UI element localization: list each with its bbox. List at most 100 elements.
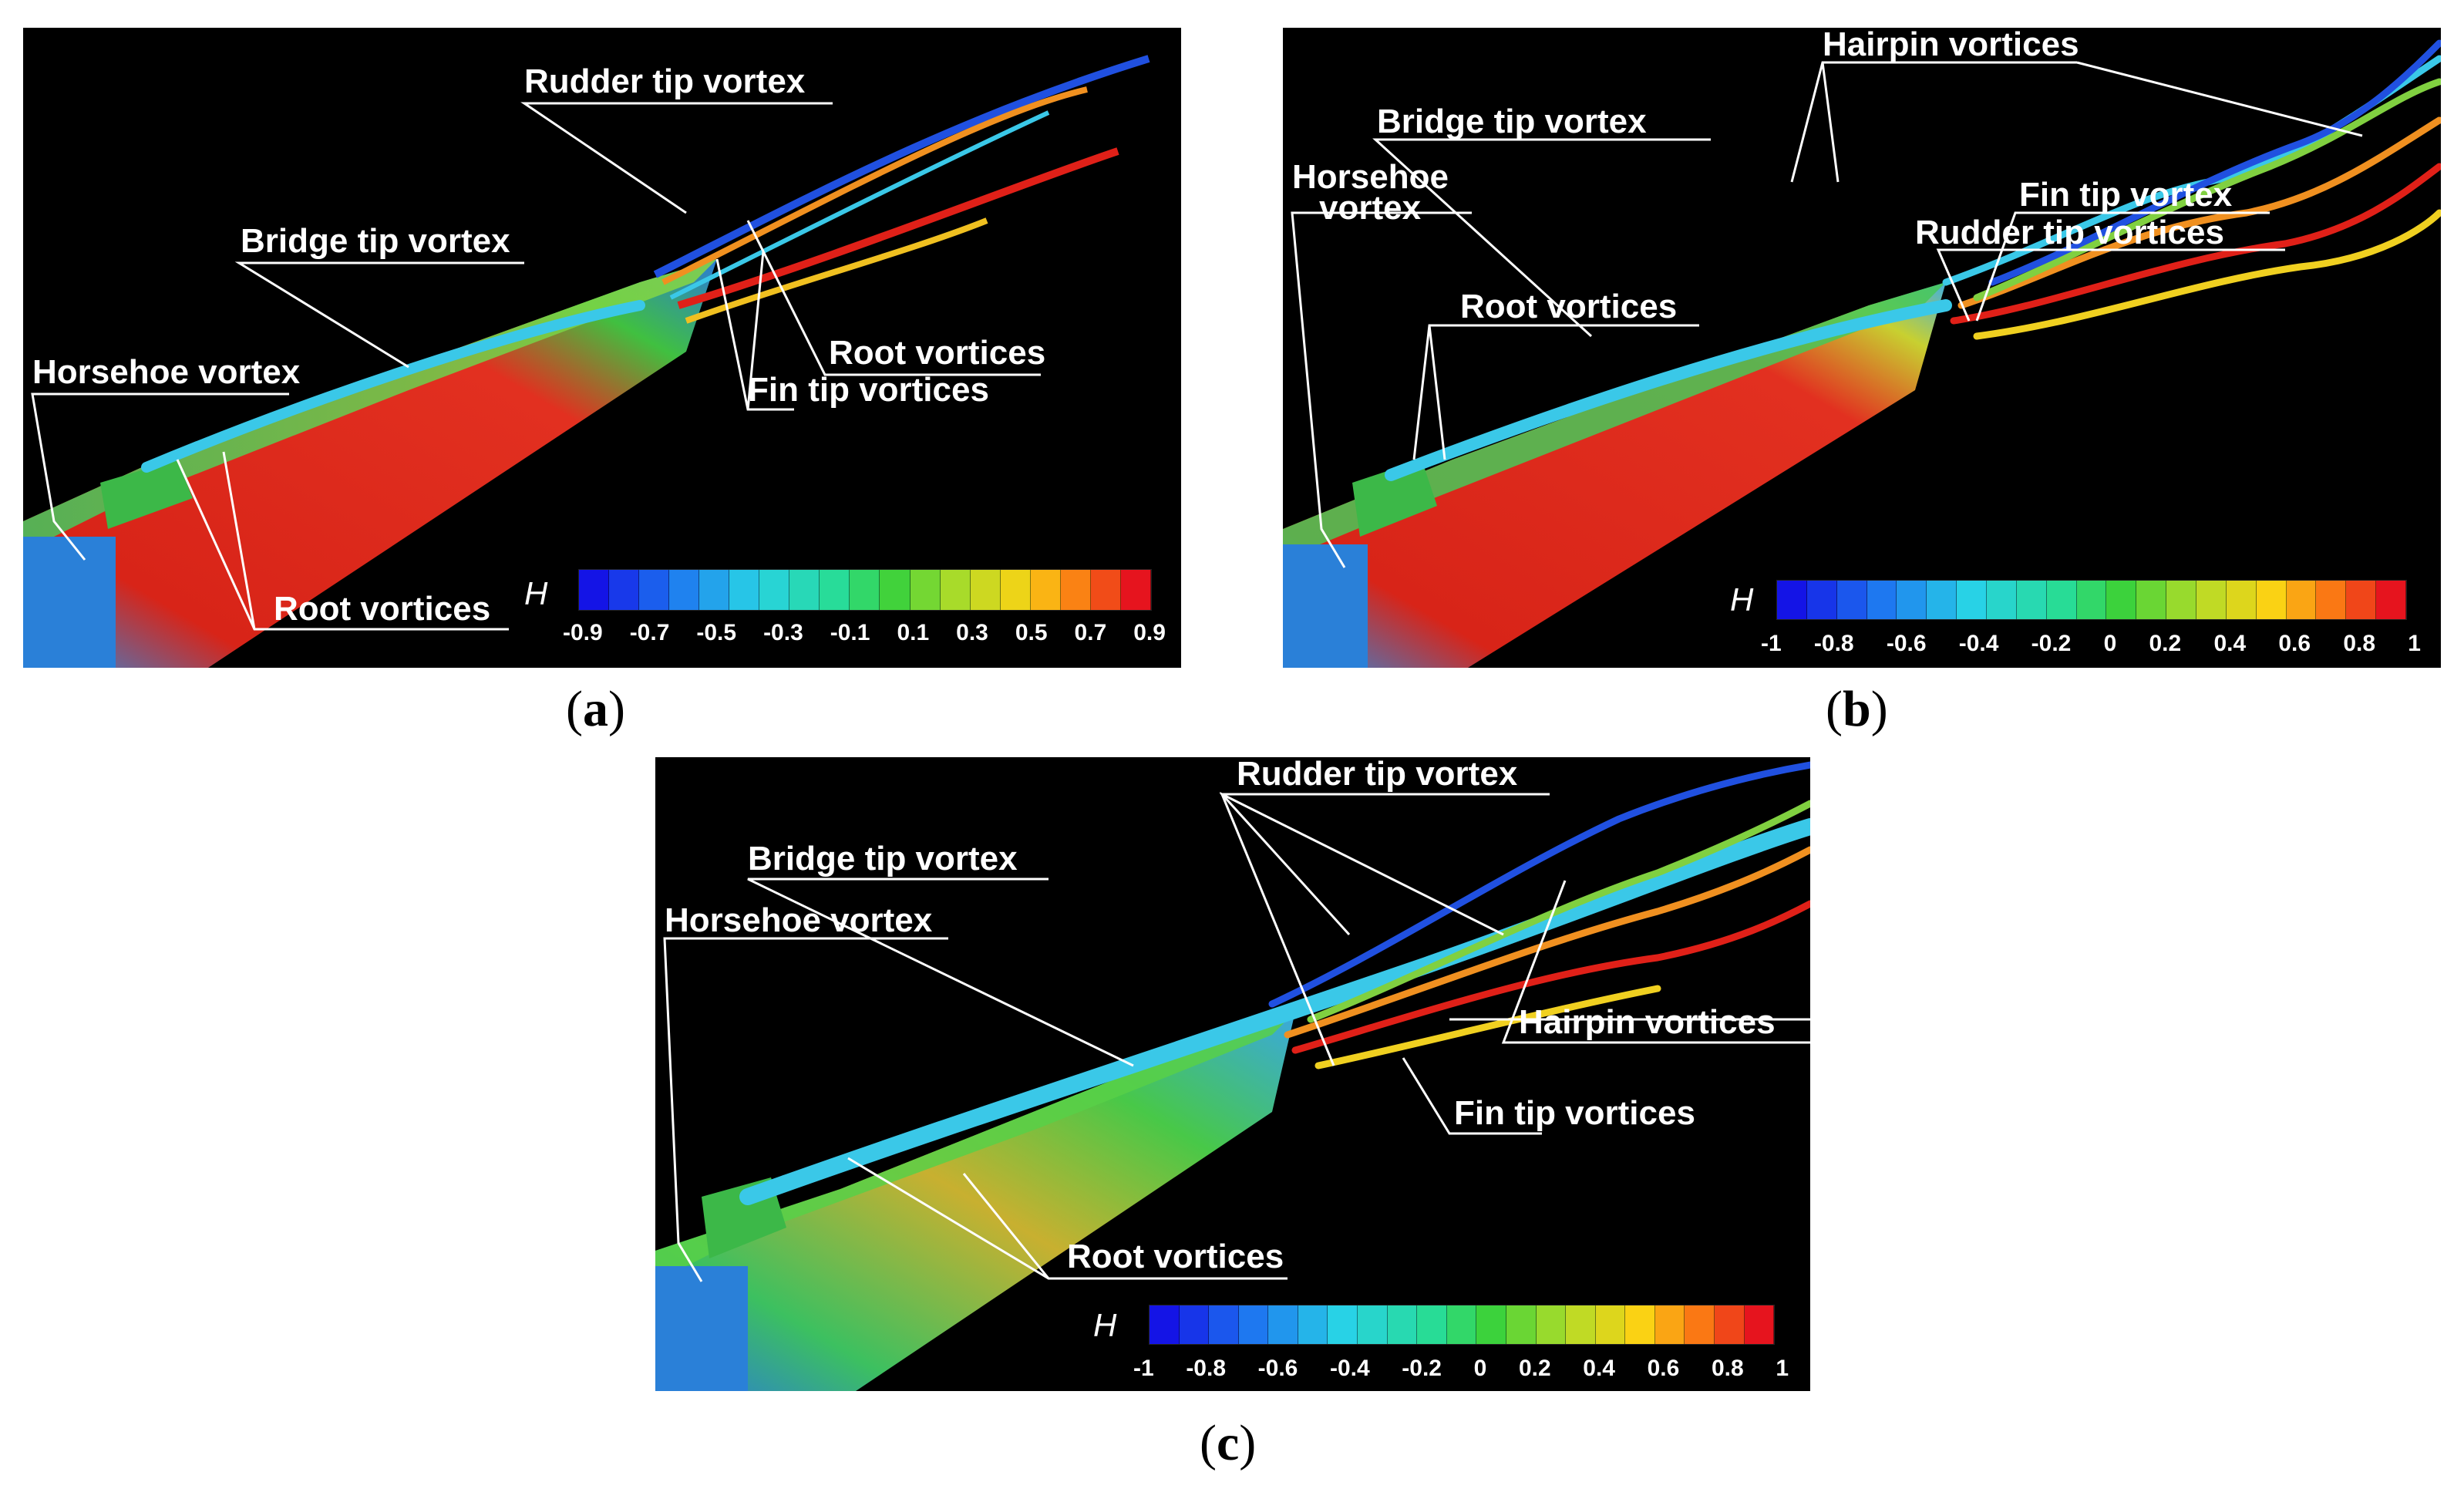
colorbar-tick-label: 0.4	[2213, 631, 2247, 656]
colorbar-swatch	[2346, 581, 2377, 619]
colorbar-tick-label: -0.2	[2031, 631, 2072, 656]
colorbar-swatch	[970, 570, 1001, 610]
colorbar-swatch	[1714, 1305, 1745, 1344]
colorbar-swatch	[1120, 570, 1151, 610]
colorbar-tick-label: 0.3	[956, 620, 988, 645]
panel-c: Rudder tip vortex Bridge tip vortex Hair…	[655, 757, 1810, 1391]
label-bridge-tip-vortex: Bridge tip vortex	[748, 840, 1018, 878]
colorbar-tick-label: -0.8	[1813, 631, 1854, 656]
colorbar-swatch	[1927, 581, 1957, 619]
colorbar-tick-label: -0.1	[830, 620, 870, 645]
label-fin-tip-vortices: Fin tip vortices	[748, 371, 989, 409]
colorbar-tick-label: -0.4	[1958, 631, 1999, 656]
colorbar-swatch	[2316, 581, 2347, 619]
colorbar-swatch	[699, 570, 730, 610]
colorbar-swatch	[1744, 1305, 1775, 1344]
colorbar-swatch	[1566, 1305, 1596, 1344]
colorbar-swatch	[1417, 1305, 1447, 1344]
hull-body	[23, 259, 717, 668]
colorbar-swatch	[880, 570, 911, 610]
colorbar-swatch	[2076, 581, 2107, 619]
panel-a: Rudder tip vortex Bridge tip vortex Root…	[23, 28, 1181, 668]
colorbar-tick-label: 0.5	[1015, 620, 1048, 645]
panel-c-render	[655, 761, 1810, 1391]
colorbar-swatch	[2046, 581, 2077, 619]
label-fin-tip-vortices: Fin tip vortices	[1454, 1094, 1695, 1132]
colorbar-swatch	[759, 570, 790, 610]
colorbar-swatch	[1506, 1305, 1537, 1344]
colorbar-tick-label: -0.8	[1186, 1356, 1227, 1381]
caption-a: (a)	[566, 681, 625, 737]
colorbar-tick-label: 0.9	[1133, 620, 1166, 645]
colorbar-swatch	[2256, 581, 2287, 619]
colorbar-swatch	[2106, 581, 2137, 619]
colorbar-tick-label: -0.9	[563, 620, 603, 645]
colorbar-tick-label: -0.2	[1402, 1356, 1442, 1381]
colorbar-swatch	[1685, 1305, 1715, 1344]
label-bridge-tip-vortex: Bridge tip vortex	[1377, 103, 1647, 140]
colorbar-swatch	[789, 570, 820, 610]
colorbar-tick-label: -0.6	[1886, 631, 1927, 656]
label-rudder-tip-vortex: Rudder tip vortex	[524, 62, 806, 100]
bow-bands	[23, 537, 116, 668]
caption-c: (c)	[1200, 1415, 1257, 1471]
colorbar-swatch	[940, 570, 971, 610]
label-fin-tip-vortex: Fin tip vortex	[2019, 176, 2233, 214]
colorbar-tick-label: 0.8	[1711, 1356, 1744, 1381]
panel-b: Hairpin vortices Bridge tip vortex Horse…	[1283, 28, 2441, 668]
label-horseshoe-line1: Horsehoe	[1292, 158, 1449, 196]
colorbar-tick-label: 0.8	[2343, 631, 2376, 656]
label-rudder-tip-vortices: Rudder tip vortices	[1915, 214, 2224, 251]
colorbar-swatch	[1595, 1305, 1626, 1344]
colorbar-swatch	[579, 570, 610, 610]
label-root-vortices-lower: Root vortices	[274, 590, 491, 628]
colorbar-swatch	[1358, 1305, 1388, 1344]
label-horseshoe-vortex: Horsehoe vortex	[665, 901, 933, 939]
colorbar-swatch	[850, 570, 880, 610]
colorbar-tick-label: -0.7	[629, 620, 670, 645]
colorbar-swatch	[2286, 581, 2317, 619]
colorbar-tick-label: 0	[1473, 1356, 1487, 1381]
colorbar-swatch	[1030, 570, 1061, 610]
colorbar-swatch	[1987, 581, 2017, 619]
colorbar-a	[578, 569, 1152, 611]
bridge-tip-vortex-shape	[141, 300, 645, 473]
colorbar-swatch	[1957, 581, 1988, 619]
label-bridge-tip-vortex: Bridge tip vortex	[241, 222, 510, 260]
colorbar-swatch	[1836, 581, 1867, 619]
colorbar-swatch	[1867, 581, 1897, 619]
colorbar-swatch	[1209, 1305, 1239, 1344]
colorbar-swatch	[1654, 1305, 1685, 1344]
colorbar-title: H	[1093, 1307, 1117, 1343]
colorbar-tick-label: 0.2	[2149, 631, 2182, 656]
colorbar-swatch	[1806, 581, 1837, 619]
colorbar-tick-label: -0.3	[763, 620, 803, 645]
colorbar-swatch	[1060, 570, 1091, 610]
label-hairpin-vortices: Hairpin vortices	[1519, 1003, 1776, 1041]
colorbar-swatch	[729, 570, 760, 610]
colorbar-tick-label: 0.6	[2278, 631, 2311, 656]
colorbar-swatch	[1328, 1305, 1358, 1344]
colorbar-swatch	[2016, 581, 2047, 619]
colorbar-swatch	[1238, 1305, 1269, 1344]
label-hairpin-vortices: Hairpin vortices	[1823, 28, 2079, 63]
colorbar-tick-label: -0.6	[1257, 1356, 1298, 1381]
colorbar-title: H	[524, 575, 548, 611]
label-root-vortices: Root vortices	[1067, 1238, 1284, 1275]
colorbar-tick-label: 0.2	[1518, 1356, 1551, 1381]
label-root-vortices-upper: Root vortices	[829, 334, 1046, 372]
colorbar-swatch	[2376, 581, 2407, 619]
colorbar-swatch	[609, 570, 640, 610]
label-horseshoe-line2: vortex	[1319, 189, 1422, 227]
colorbar-swatch	[1897, 581, 1927, 619]
bridge-fin	[100, 460, 193, 529]
colorbar-tick-label: 0	[2103, 631, 2117, 656]
colorbar-tick-label: 0.1	[897, 620, 930, 645]
colorbar-swatch	[1446, 1305, 1477, 1344]
label-rudder-tip-vortex: Rudder tip vortex	[1237, 757, 1518, 793]
colorbar-swatch	[669, 570, 700, 610]
colorbar-swatch	[1625, 1305, 1655, 1344]
label-horseshoe-vortex: Horsehoe vortex	[32, 353, 301, 391]
